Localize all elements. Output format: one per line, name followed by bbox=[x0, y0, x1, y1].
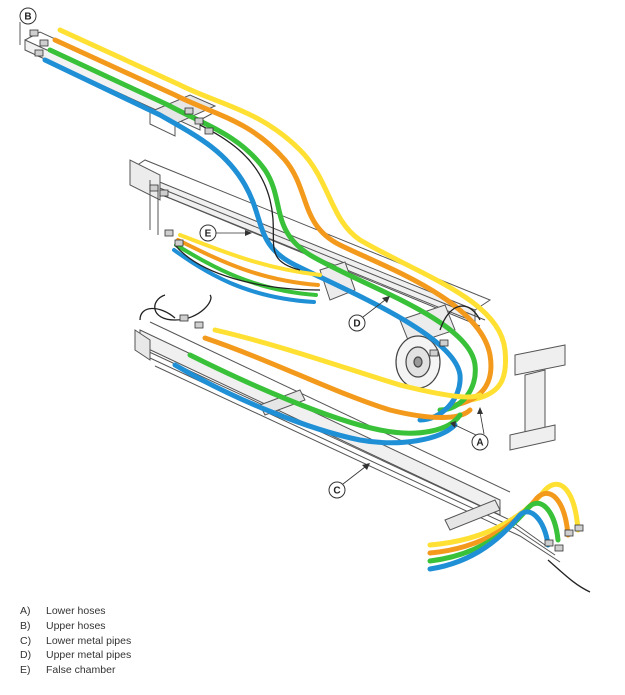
lower-hose-yellow bbox=[212, 327, 483, 400]
wheel bbox=[395, 335, 441, 389]
legend-key: A) bbox=[20, 605, 31, 617]
callout-d-label: D bbox=[353, 319, 360, 330]
lower-hoses bbox=[172, 327, 483, 446]
legend-key: E) bbox=[20, 664, 31, 677]
legend-key: D) bbox=[20, 649, 32, 662]
fittings bbox=[29, 29, 584, 552]
callout-c: C bbox=[328, 463, 370, 499]
bottom-right-hoses bbox=[427, 481, 581, 572]
legend-item-a: A) Lower hoses bbox=[20, 604, 320, 619]
false-chamber-hoses bbox=[172, 233, 322, 304]
legend-key: C) bbox=[20, 634, 32, 647]
lower-hose-orange bbox=[202, 335, 473, 420]
legend-item-b: B) Upper hoses bbox=[20, 619, 320, 634]
legend-label: Upper metal pipes bbox=[46, 649, 132, 662]
lower-hose-blue bbox=[172, 362, 458, 446]
legend-item-d: D) Upper metal pipes bbox=[20, 648, 320, 663]
right-bracket bbox=[509, 344, 566, 451]
legend-item-e: E) False chamber bbox=[20, 663, 320, 678]
callout-e-label: E bbox=[205, 229, 212, 240]
legend-label: False chamber bbox=[46, 664, 116, 677]
upper-hoses bbox=[42, 27, 509, 423]
upper-hose-green bbox=[47, 47, 478, 413]
callout-a-label: A bbox=[476, 438, 483, 449]
legend-label: Lower hoses bbox=[46, 605, 106, 617]
callout-b: B bbox=[19, 7, 37, 45]
upper-hose-blue bbox=[42, 57, 463, 423]
callout-b-label: B bbox=[24, 12, 31, 23]
callout-c-label: C bbox=[333, 486, 340, 497]
lower-hose-green bbox=[187, 352, 463, 436]
legend-key: B) bbox=[20, 619, 31, 632]
black-cables bbox=[139, 124, 591, 593]
callout-a: A bbox=[450, 407, 489, 451]
legend-item-c: C) Lower metal pipes bbox=[20, 634, 320, 649]
upper-hose-orange bbox=[52, 37, 494, 408]
legend-label: Upper hoses bbox=[46, 619, 106, 632]
upper-hose-yellow bbox=[57, 27, 509, 403]
legend: A) Lower hoses B) Upper hoses C) Lower m… bbox=[20, 604, 320, 678]
legend-label: Lower metal pipes bbox=[46, 634, 132, 647]
callout-d: D bbox=[348, 296, 390, 332]
hydraulic-hose-diagram: B E D A C bbox=[19, 7, 591, 593]
callout-e: E bbox=[199, 224, 252, 242]
